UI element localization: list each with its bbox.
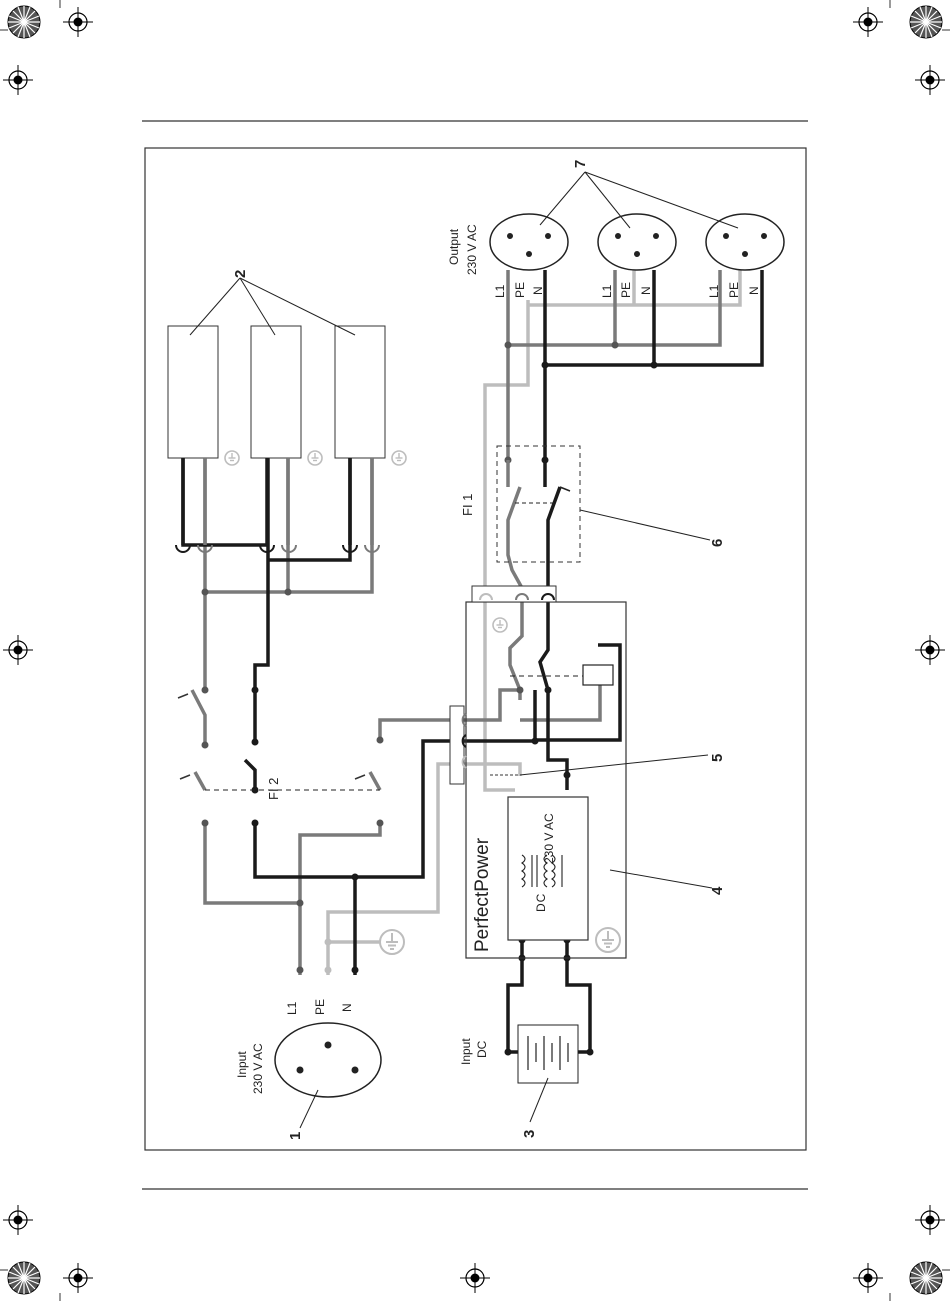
crosshair-mark-icon bbox=[3, 65, 33, 95]
input-dc-label: Input bbox=[459, 1038, 473, 1065]
input-ac-socket bbox=[275, 975, 381, 1097]
out2-n-label: N bbox=[639, 286, 653, 295]
out1-pe-label: PE bbox=[513, 282, 527, 298]
output-label: Output bbox=[447, 228, 461, 265]
out2-pe-label: PE bbox=[619, 282, 633, 298]
crosshair-mark-icon bbox=[3, 635, 33, 665]
crosshair-mark-icon bbox=[853, 1263, 883, 1293]
callout-6-leader bbox=[580, 510, 710, 540]
out2-l1-label: L1 bbox=[600, 284, 614, 298]
out3-l1-label: L1 bbox=[707, 284, 721, 298]
callout-3-leader bbox=[530, 1078, 548, 1122]
out3-n-label: N bbox=[747, 286, 761, 295]
input-ac-label: Input bbox=[235, 1051, 249, 1078]
input-ac-voltage-label: 230 V AC bbox=[251, 1043, 265, 1094]
star-mark-icon bbox=[910, 1262, 942, 1294]
inverter-dc-label: DC bbox=[534, 893, 548, 912]
fi2-label: FI 2 bbox=[266, 778, 281, 800]
callout-6: 6 bbox=[709, 539, 726, 547]
fi1-label: FI 1 bbox=[460, 494, 475, 516]
callout-3: 3 bbox=[521, 1130, 538, 1138]
input-pe-label: PE bbox=[313, 999, 327, 1015]
input-dc-type-label: DC bbox=[475, 1040, 489, 1058]
callout-1-leader bbox=[300, 1090, 318, 1128]
star-mark-icon bbox=[8, 1262, 40, 1294]
input-n-label: N bbox=[340, 1003, 354, 1012]
crosshair-mark-icon bbox=[460, 1263, 490, 1293]
crosshair-mark-icon bbox=[63, 1263, 93, 1293]
star-mark-icon bbox=[8, 6, 40, 38]
crosshair-mark-icon bbox=[915, 635, 945, 665]
consumer-loads bbox=[168, 326, 406, 552]
fi2-breaker bbox=[178, 694, 380, 790]
out3-pe-label: PE bbox=[727, 282, 741, 298]
out1-n-label: N bbox=[531, 286, 545, 295]
output-terminal-block bbox=[472, 586, 556, 602]
star-mark-icon bbox=[910, 6, 942, 38]
ground-icon bbox=[380, 930, 404, 954]
callout-4: 4 bbox=[709, 886, 726, 895]
crosshair-mark-icon bbox=[853, 7, 883, 37]
callout-1: 1 bbox=[287, 1132, 304, 1140]
inverter-ac-label: 230 V AC bbox=[542, 813, 556, 864]
dc-battery bbox=[518, 1025, 578, 1083]
ground-icon bbox=[493, 618, 507, 632]
crosshair-mark-icon bbox=[3, 1205, 33, 1235]
input-terminal-block bbox=[450, 706, 466, 784]
callout-5: 5 bbox=[709, 754, 726, 762]
brand-label: PerfectPower bbox=[472, 837, 493, 952]
output-voltage-label: 230 V AC bbox=[465, 224, 479, 275]
crosshair-mark-icon bbox=[915, 1205, 945, 1235]
output-sockets bbox=[490, 214, 784, 270]
callout-7: 7 bbox=[572, 160, 589, 168]
crosshair-mark-icon bbox=[915, 65, 945, 95]
out1-l1-label: L1 bbox=[493, 284, 507, 298]
transfer-relay bbox=[510, 665, 613, 685]
callout-2: 2 bbox=[232, 270, 249, 278]
callout-4-leader bbox=[610, 870, 712, 888]
input-l1-label: L1 bbox=[285, 1001, 299, 1015]
ground-icon bbox=[596, 928, 620, 952]
crosshair-mark-icon bbox=[63, 7, 93, 37]
